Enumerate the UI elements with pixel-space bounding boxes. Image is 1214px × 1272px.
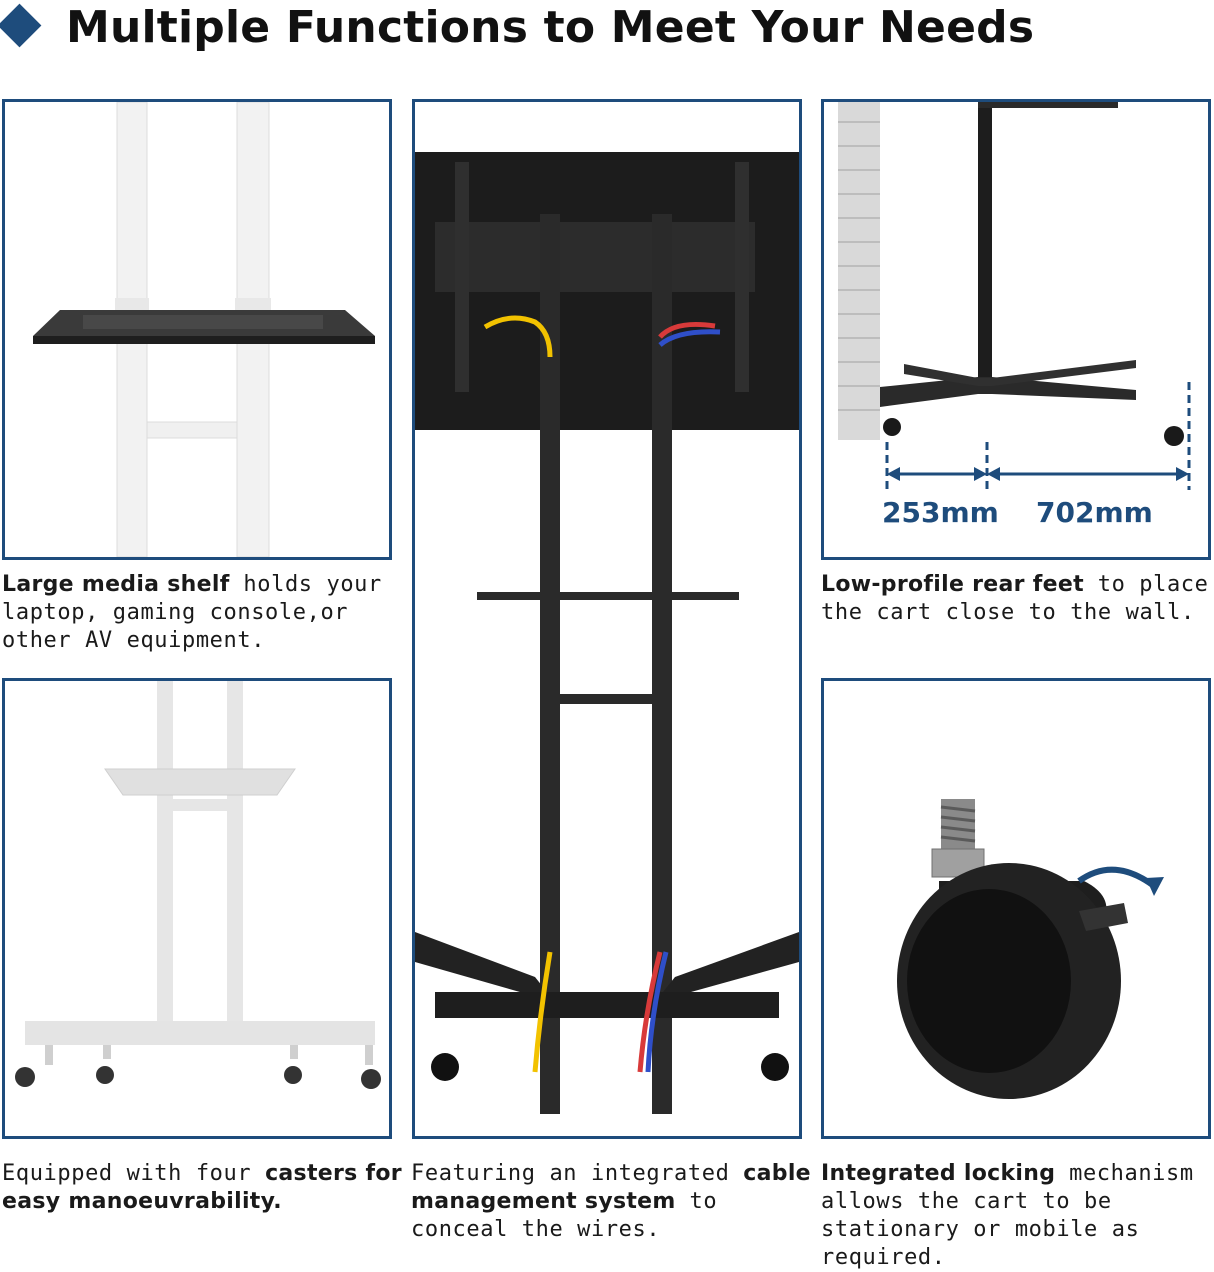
title-row: Multiple Functions to Meet Your Needs: [0, 0, 1214, 60]
panel-casters: [2, 678, 392, 1139]
panel-cable-management: [412, 99, 802, 1139]
panel-rear-feet: 253mm 702mm: [821, 99, 1211, 560]
cable-management-illustration: [415, 152, 799, 1114]
rear-feet-illustration: [838, 102, 1191, 490]
caption-locking-caster: Integrated locking mechanism allows the …: [821, 1161, 1194, 1270]
panel-media-shelf: [2, 99, 392, 560]
caption-casters: Equipped with four casters for easy mano…: [2, 1161, 402, 1214]
caption-media-shelf: Large media shelf holds your laptop, gam…: [2, 572, 382, 653]
locking-caster-illustration: [897, 799, 1164, 1099]
caption-rear-feet: Low-profile rear feet to place the cart …: [821, 572, 1209, 625]
media-shelf-illustration: [33, 102, 375, 557]
dimension-right: 702mm: [1036, 496, 1153, 529]
page-title: Multiple Functions to Meet Your Needs: [66, 2, 1035, 53]
panel-locking-caster: [821, 678, 1211, 1139]
diamond-icon: [0, 3, 42, 48]
caption-cable-management: Featuring an integrated cable management…: [411, 1161, 811, 1242]
dimension-left: 253mm: [882, 496, 999, 529]
casters-illustration: [15, 681, 381, 1089]
